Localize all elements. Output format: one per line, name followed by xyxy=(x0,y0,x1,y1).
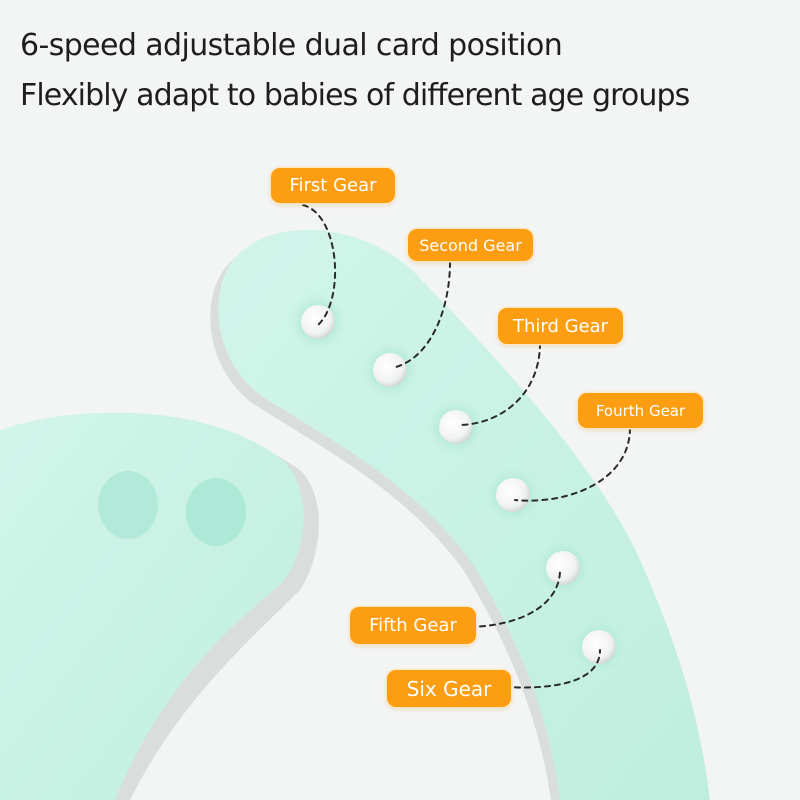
gear-label-first: First Gear xyxy=(271,168,395,203)
leader-line-fifth xyxy=(469,569,561,628)
gear-label-second: Second Gear xyxy=(408,229,533,261)
gear-label-fifth: Fifth Gear xyxy=(350,607,476,644)
leader-line-second xyxy=(391,261,451,369)
leader-line-fourth xyxy=(514,427,631,502)
gear-peg xyxy=(426,397,486,457)
gear-peg xyxy=(483,465,543,525)
gear-peg xyxy=(569,617,629,677)
gear-label-sixth: Six Gear xyxy=(387,670,511,707)
leader-line-third xyxy=(457,342,541,426)
leader-line-sixth xyxy=(504,649,601,689)
gear-peg xyxy=(288,292,348,352)
gear-peg xyxy=(533,538,593,598)
headline-line-2: Flexibly adapt to babies of different ag… xyxy=(20,78,690,113)
headline-line-1: 6-speed adjustable dual card position xyxy=(20,28,563,63)
lower-strap-stud xyxy=(98,471,158,539)
gear-peg xyxy=(360,340,420,400)
leader-line-first xyxy=(302,204,336,326)
gear-label-third: Third Gear xyxy=(498,308,623,344)
lower-strap-stud xyxy=(186,478,246,546)
gear-label-fourth: Fourth Gear xyxy=(578,393,703,428)
